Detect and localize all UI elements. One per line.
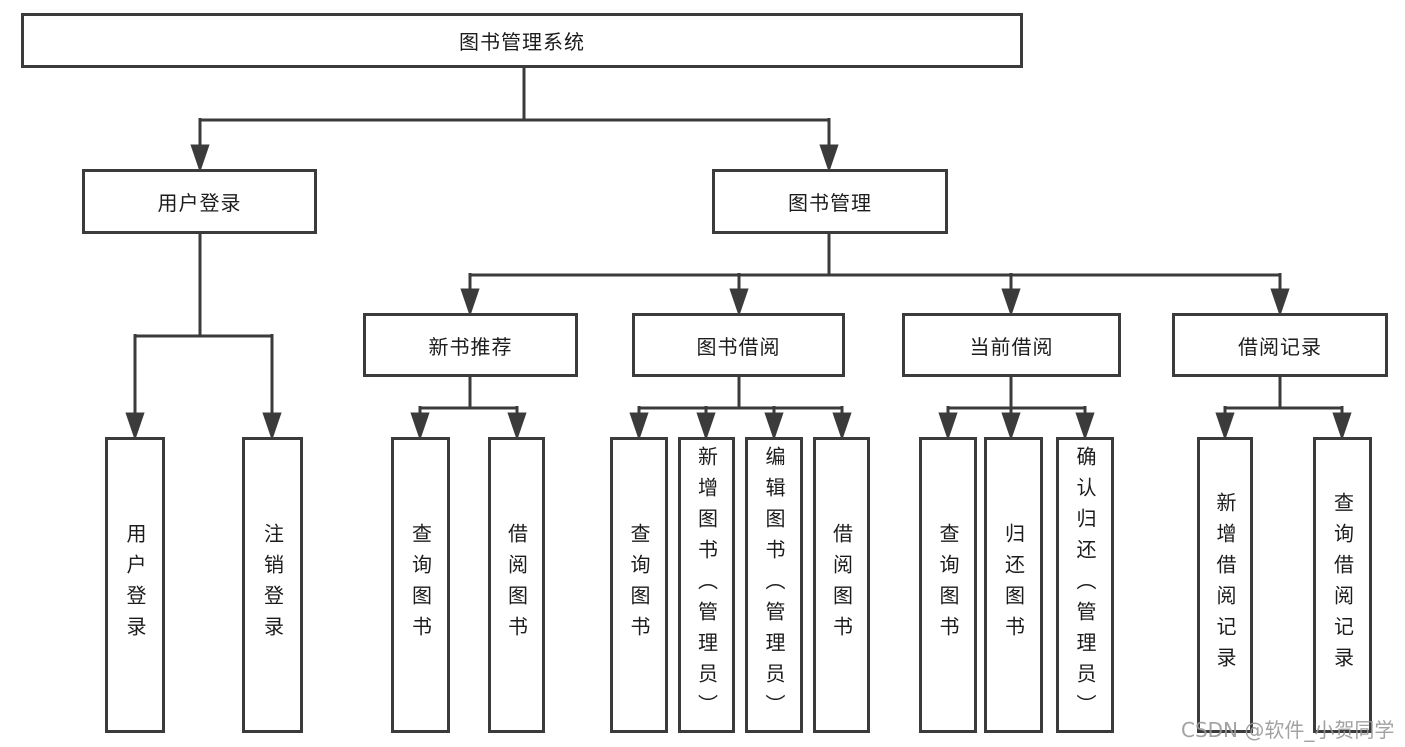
node-label: 当前借阅: [969, 334, 1054, 359]
node-label: 借阅图书: [504, 523, 529, 647]
leaf-user-login: 用户登录: [105, 437, 165, 733]
connector-user-login-to-leaves: [125, 234, 282, 441]
arrowhead-icon: [696, 412, 716, 441]
arrowhead-icon: [938, 412, 958, 441]
csdn-watermark: CSDN @软件_小贺同学: [1181, 718, 1395, 742]
arrowhead-icon: [729, 288, 749, 317]
node-label: 用户登录: [157, 191, 242, 215]
arrowhead-icon: [1270, 288, 1290, 317]
node-user-login: 用户登录: [82, 169, 317, 234]
node-label: 确认归还（管理员）: [1073, 445, 1097, 725]
arrowhead-icon: [1075, 412, 1095, 441]
node-label: 查询图书: [936, 523, 960, 647]
arrowhead-icon: [460, 288, 480, 317]
arrowhead-icon: [410, 412, 430, 441]
node-label: 编辑图书（管理员）: [762, 445, 786, 725]
arrowhead-icon: [190, 144, 210, 173]
node-label: 查询图书: [627, 523, 651, 647]
node-root-system: 图书管理系统: [21, 13, 1023, 68]
leaf-borrow-books: 借阅图书: [813, 437, 870, 733]
node-label: 用户登录: [123, 523, 147, 647]
leaf-query-books-borrow: 查询图书: [610, 437, 668, 733]
leaf-query-borrow-record: 查询借阅记录: [1313, 437, 1372, 733]
arrowhead-icon: [1332, 412, 1352, 441]
arrowhead-icon: [629, 412, 649, 441]
arrowhead-icon: [764, 412, 784, 441]
node-label: 注销登录: [260, 523, 285, 647]
node-label: 查询借阅记录: [1330, 492, 1355, 678]
arrowhead-icon: [832, 412, 852, 441]
leaf-query-books-recommend: 查询图书: [391, 437, 450, 733]
arrowhead-icon: [1001, 412, 1021, 441]
connector-borrow-records-to-leaves: [1215, 377, 1352, 441]
node-label: 图书借阅: [696, 334, 781, 359]
arrowhead-icon: [507, 412, 527, 441]
arrowhead-icon: [262, 412, 282, 441]
node-label: 新书推荐: [428, 334, 513, 359]
leaf-logout: 注销登录: [242, 437, 303, 733]
connector-current-borrow-to-leaves: [938, 377, 1095, 441]
leaf-query-books-current: 查询图书: [919, 437, 977, 733]
node-label: 借阅图书: [829, 523, 854, 647]
arrowhead-icon: [819, 144, 839, 173]
node-new-book-recommend: 新书推荐: [363, 313, 578, 377]
node-label: 借阅记录: [1238, 334, 1322, 359]
leaf-confirm-return-admin: 确认归还（管理员）: [1056, 437, 1114, 733]
connector-new-book-recommend-to-leaves: [410, 377, 527, 441]
leaf-edit-books-admin: 编辑图书（管理员）: [745, 437, 803, 733]
arrowhead-icon: [125, 412, 145, 441]
node-book-management: 图书管理: [712, 169, 948, 234]
node-label: 新增借阅记录: [1213, 492, 1237, 678]
leaf-add-borrow-record: 新增借阅记录: [1197, 437, 1253, 733]
connector-book-borrow-to-leaves: [629, 377, 852, 441]
leaf-borrow-books-recommend: 借阅图书: [488, 437, 545, 733]
connector-book-management-to-level3: [460, 234, 1290, 317]
node-book-borrow: 图书借阅: [632, 313, 845, 377]
node-label: 归还图书: [1001, 523, 1026, 647]
arrowhead-icon: [1001, 288, 1021, 317]
leaf-return-books: 归还图书: [984, 437, 1043, 733]
node-label: 查询图书: [408, 523, 433, 647]
node-borrow-records: 借阅记录: [1172, 313, 1388, 377]
node-label: 新增图书（管理员）: [694, 445, 719, 725]
node-current-borrow: 当前借阅: [902, 313, 1121, 377]
node-label: 图书管理: [788, 191, 872, 215]
connector-root-to-level2: [190, 68, 839, 173]
leaf-add-books-admin: 新增图书（管理员）: [678, 437, 735, 733]
arrowhead-icon: [1215, 412, 1235, 441]
node-label: 图书管理系统: [459, 30, 585, 54]
